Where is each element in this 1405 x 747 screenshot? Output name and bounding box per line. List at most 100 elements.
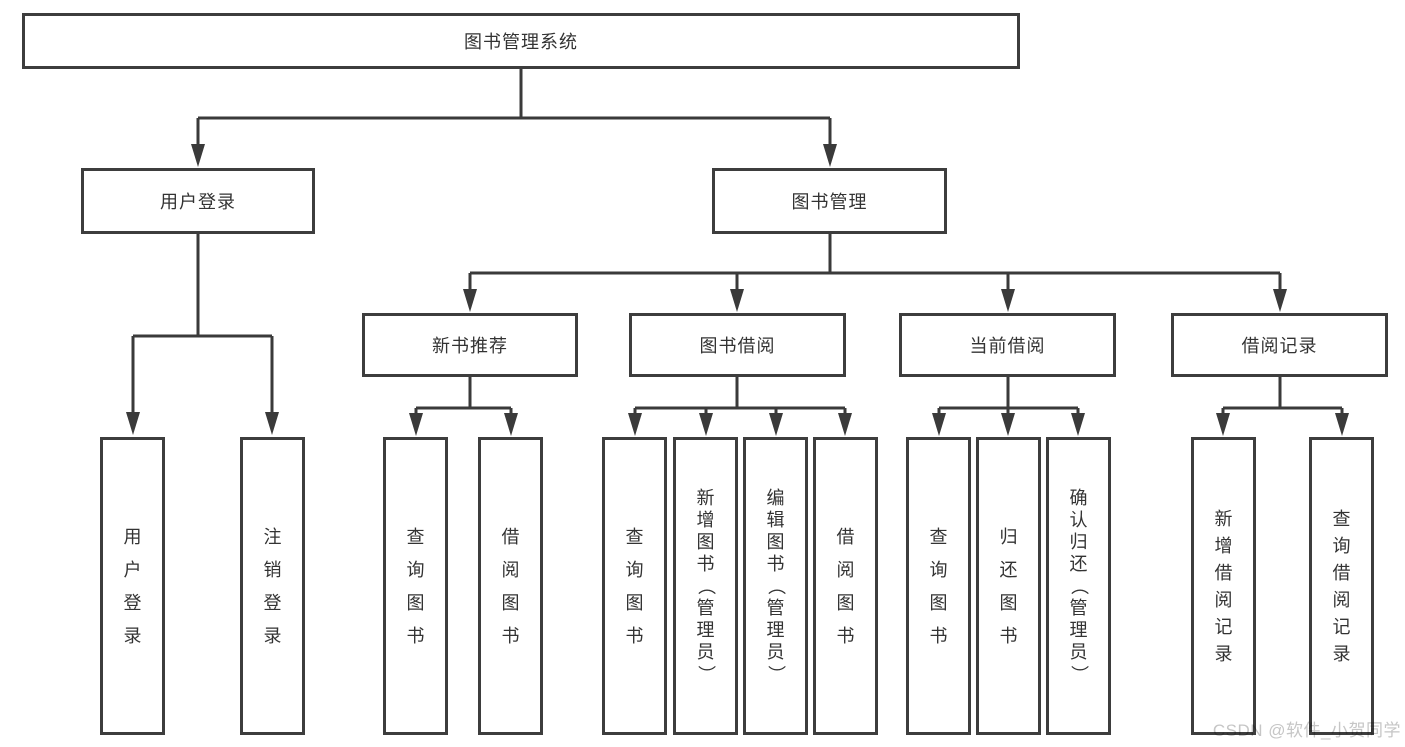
leaf-char: 书 xyxy=(625,625,644,646)
leaf-char: 新 xyxy=(1214,508,1233,529)
leaf-node-query-book-borrow: 查询图书 xyxy=(602,437,667,735)
leaf-char: 录 xyxy=(1214,643,1233,664)
leaf-char: 登 xyxy=(123,592,142,613)
leaf-node-add-borrow-record: 新增借阅记录 xyxy=(1191,437,1256,735)
leaf-char: 查 xyxy=(929,526,948,547)
leaf-char: 询 xyxy=(406,559,425,580)
leaf-node-borrow-book-recommend: 借阅图书 xyxy=(478,437,543,735)
leaf-char: 图 xyxy=(625,592,644,613)
leaf-char: 认 xyxy=(1069,510,1088,530)
leaf-char: 书 xyxy=(929,625,948,646)
leaf-node-logout: 注销登录 xyxy=(240,437,305,735)
leaf-char: ） xyxy=(765,665,786,683)
node-label: 用户登录 xyxy=(160,192,236,212)
leaf-char: 图 xyxy=(929,592,948,613)
leaf-char: 图 xyxy=(836,592,855,613)
leaf-char: 用 xyxy=(123,526,142,547)
node-label: 图书管理 xyxy=(791,192,868,212)
leaf-char: 销 xyxy=(263,559,282,580)
leaf-char: 图 xyxy=(766,532,785,552)
leaf-char: 员 xyxy=(696,642,715,662)
leaf-node-confirm-return-admin: 确认归还（管理员） xyxy=(1046,437,1111,735)
leaf-char: 借 xyxy=(501,526,520,547)
leaf-char: 新 xyxy=(696,488,715,508)
leaf-node-query-book-current: 查询图书 xyxy=(906,437,971,735)
node-label: 图书管理系统 xyxy=(464,32,578,52)
node-book-management: 图书管理 xyxy=(712,168,947,234)
leaf-char: 记 xyxy=(1214,616,1233,637)
node-borrow-records: 借阅记录 xyxy=(1171,313,1388,377)
node-current-borrow: 当前借阅 xyxy=(899,313,1116,377)
node-library-management-system: 图书管理系统 xyxy=(22,13,1020,69)
leaf-char: 查 xyxy=(625,526,644,547)
leaf-char: 书 xyxy=(501,625,520,646)
leaf-node-edit-book-admin: 编辑图书 （ 管理员 ） xyxy=(743,437,808,735)
leaf-char: 书 xyxy=(999,625,1018,646)
node-new-book-recommend: 新书推荐 xyxy=(362,313,578,377)
leaf-char: 理 xyxy=(1069,620,1088,640)
leaf-char: 图 xyxy=(696,532,715,552)
leaf-char: 书 xyxy=(696,554,715,574)
leaf-char: 书 xyxy=(836,625,855,646)
leaf-char: 增 xyxy=(696,510,715,530)
leaf-char: 询 xyxy=(1332,535,1351,556)
leaf-char: 图 xyxy=(406,592,425,613)
node-label: 新书推荐 xyxy=(432,336,508,356)
leaf-char: 编 xyxy=(766,488,785,508)
node-user-login: 用户登录 xyxy=(81,168,315,234)
node-label: 借阅记录 xyxy=(1241,336,1318,356)
leaf-char: （ xyxy=(695,577,716,595)
leaf-char: 查 xyxy=(406,526,425,547)
leaf-char: 确 xyxy=(1069,488,1088,508)
leaf-node-query-borrow-record: 查询借阅记录 xyxy=(1309,437,1374,735)
leaf-node-user-login: 用户登录 xyxy=(100,437,165,735)
leaf-char: 归 xyxy=(1069,532,1088,552)
leaf-char: 阅 xyxy=(501,559,520,580)
leaf-char: 询 xyxy=(929,559,948,580)
leaf-char: 管 xyxy=(696,598,715,618)
leaf-char: 管 xyxy=(766,598,785,618)
leaf-char: 理 xyxy=(766,620,785,640)
node-label: 图书借阅 xyxy=(699,336,776,356)
leaf-char: 登 xyxy=(263,592,282,613)
leaf-char: 还 xyxy=(999,559,1018,580)
leaf-char: 还 xyxy=(1069,554,1088,574)
node-label: 当前借阅 xyxy=(969,336,1046,356)
leaf-char: 查 xyxy=(1332,508,1351,529)
leaf-char: 注 xyxy=(263,526,282,547)
leaf-char: 书 xyxy=(406,625,425,646)
leaf-char: 辑 xyxy=(766,510,785,530)
leaf-char: 询 xyxy=(625,559,644,580)
leaf-char: 图 xyxy=(999,592,1018,613)
leaf-char: （ xyxy=(765,577,786,595)
leaf-char: 录 xyxy=(1332,643,1351,664)
leaf-char: 增 xyxy=(1214,535,1233,556)
leaf-char: 阅 xyxy=(1214,589,1233,610)
leaf-char: ） xyxy=(695,665,716,683)
node-book-borrow: 图书借阅 xyxy=(629,313,846,377)
leaf-char: 借 xyxy=(1214,562,1233,583)
leaf-node-add-book-admin: 新增图书 （ 管理员 ） xyxy=(673,437,738,735)
leaf-char: 记 xyxy=(1332,616,1351,637)
leaf-char: 员 xyxy=(766,642,785,662)
leaf-char: 阅 xyxy=(1332,589,1351,610)
leaf-char: 员 xyxy=(1069,642,1088,662)
leaf-char: 归 xyxy=(999,526,1018,547)
leaf-char: ） xyxy=(1068,665,1089,683)
watermark: CSDN @软件_小贺同学 xyxy=(1212,721,1401,740)
leaf-char: 户 xyxy=(123,559,142,580)
leaf-char: 借 xyxy=(1332,562,1351,583)
leaf-node-borrow-book-borrow: 借阅图书 xyxy=(813,437,878,735)
leaf-char: 阅 xyxy=(836,559,855,580)
leaf-char: 借 xyxy=(836,526,855,547)
leaf-char: 图 xyxy=(501,592,520,613)
leaf-char: 录 xyxy=(263,625,282,646)
leaf-node-return-book: 归还图书 xyxy=(976,437,1041,735)
leaf-char: 书 xyxy=(766,554,785,574)
leaf-char: （ xyxy=(1068,577,1089,595)
leaf-node-query-book-recommend: 查询图书 xyxy=(383,437,448,735)
leaf-char: 录 xyxy=(123,625,142,646)
leaf-char: 理 xyxy=(696,620,715,640)
